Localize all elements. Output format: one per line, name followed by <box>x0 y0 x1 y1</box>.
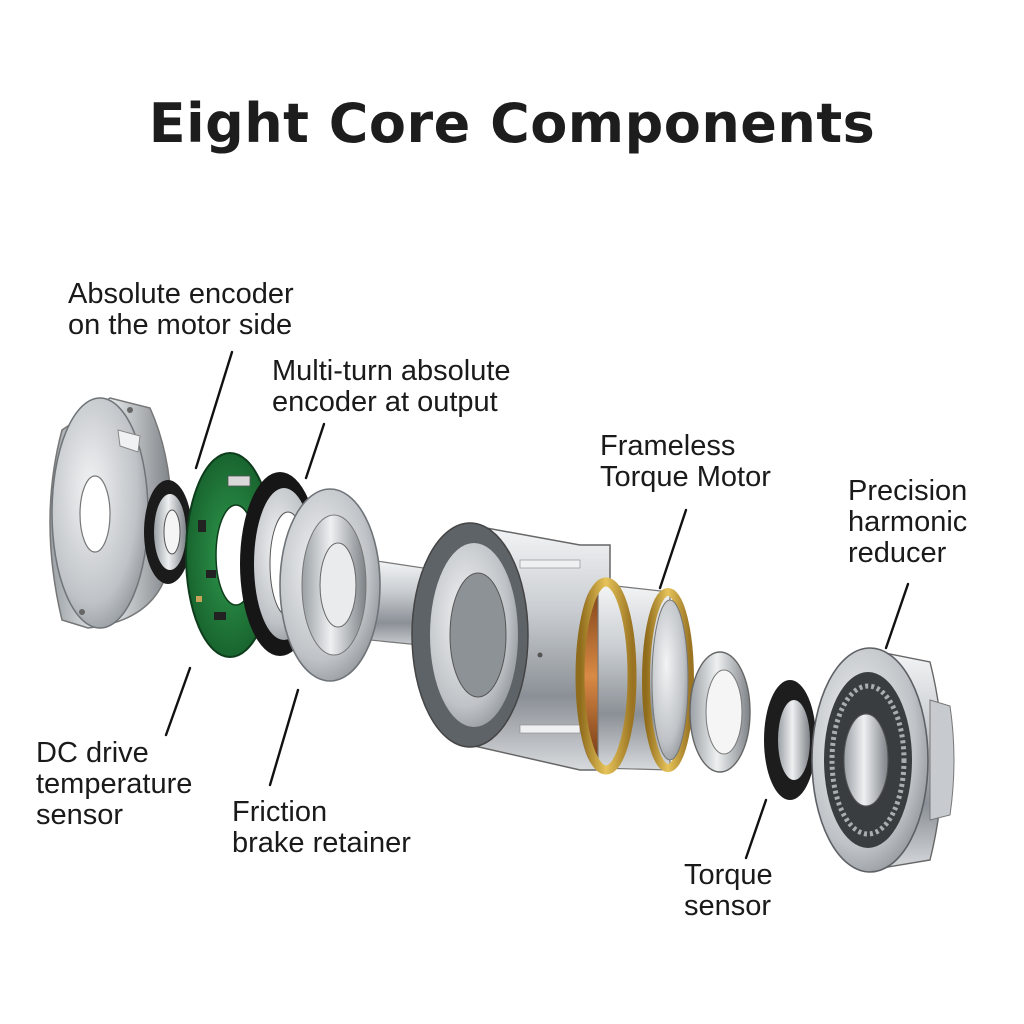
diagram-title: Eight Core Components <box>148 92 876 155</box>
leader-motor-encoder <box>194 350 234 470</box>
harmonic-reducer <box>811 647 955 873</box>
label-temperature-sensor: DC drive temperature sensor <box>36 737 193 831</box>
motor-housing <box>411 522 611 771</box>
frameless-stator <box>575 577 694 775</box>
motor-side-bearing <box>144 480 192 584</box>
end-cover-plate <box>49 397 173 629</box>
leader-temperature-sensor <box>164 666 192 737</box>
label-torque-sensor: Torque sensor <box>684 859 773 922</box>
label-output-encoder: Multi-turn absolute encoder at output <box>272 355 511 418</box>
torque-sensor-ring <box>689 651 816 800</box>
label-torque-motor: Frameless Torque Motor <box>600 430 771 493</box>
label-motor-encoder: Absolute encoder on the motor side <box>68 278 294 341</box>
leader-output-encoder <box>304 422 326 480</box>
label-brake-retainer: Friction brake retainer <box>232 796 411 859</box>
leader-harmonic-reducer <box>884 582 910 650</box>
leader-torque-motor <box>658 508 688 590</box>
leader-brake-retainer <box>268 688 300 787</box>
leader-torque-sensor <box>744 798 768 860</box>
label-harmonic-reducer: Precision harmonic reducer <box>848 475 968 569</box>
